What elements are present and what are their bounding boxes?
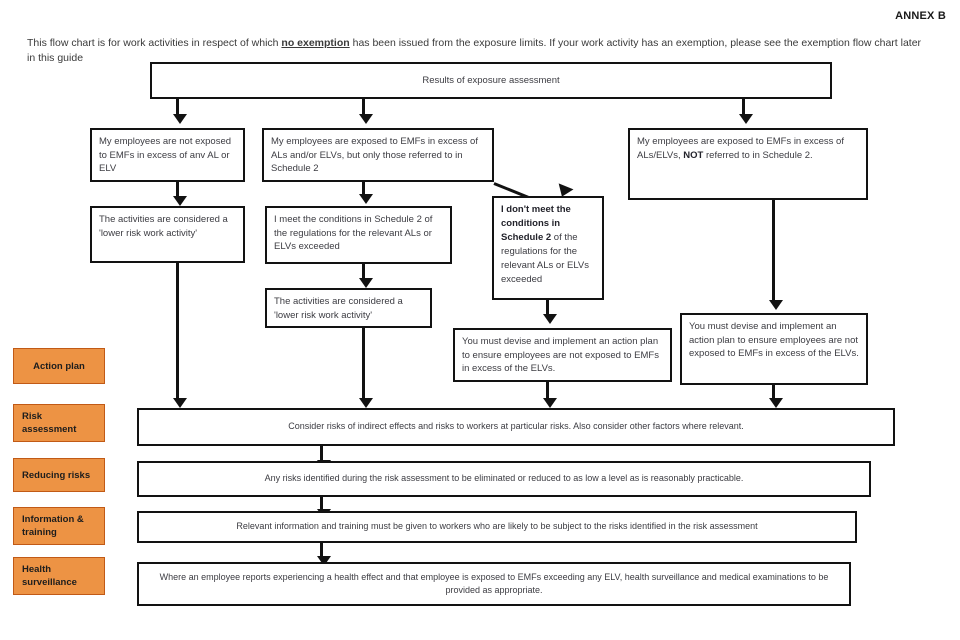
intro-text-before: This flow chart is for work activities i… (27, 37, 282, 49)
connector-left-to-risk-assessment (176, 263, 179, 401)
node-information-training: Relevant information and training must b… (137, 511, 857, 543)
connector-reducing-to-information (320, 497, 323, 511)
arrowhead-root-to-left (172, 114, 187, 124)
arrowhead-right-1-to-action (768, 300, 783, 310)
connector-left-1-to-2 (176, 182, 179, 198)
arrowhead-left-to-risk-assessment (172, 398, 187, 408)
connector-root-to-right (742, 99, 745, 117)
node-right-text-a: My employees are exposed to EMFs in exce… (637, 136, 844, 161)
connector-mid-to-risk-assessment (362, 328, 365, 401)
arrowhead-left-1-to-2 (172, 196, 187, 206)
category-label-action-plan: Action plan (13, 348, 105, 384)
node-right-text-not: NOT (683, 149, 704, 161)
connector-action-right-to-risk-assessment (772, 385, 775, 401)
node-dont-meet-conditions-emphasis: I don't meet the conditions in Schedule … (501, 204, 571, 243)
node-results-of-exposure-assessment: Results of exposure assessment (150, 62, 832, 99)
category-label-information-training: Information & training (13, 507, 105, 545)
intro-text-after: has been issued from the exposure limits… (27, 37, 922, 64)
arrowhead-action-mid-to-risk-assessment (542, 398, 557, 408)
node-mid-lower-risk-activity: The activities are considered a 'lower r… (265, 288, 432, 328)
node-reducing-risks: Any risks identified during the risk ass… (137, 461, 871, 497)
connector-mid-1-to-2 (362, 182, 365, 196)
arrowhead-mid-2-to-3 (358, 278, 373, 288)
connector-risk-to-reducing (320, 446, 323, 463)
connector-root-to-mid (362, 99, 365, 117)
node-action-plan-right: You must devise and implement an action … (680, 313, 868, 385)
connector-mid-2-to-3 (362, 264, 365, 280)
arrowhead-root-to-right (738, 114, 753, 124)
category-label-reducing-risks: Reducing risks (13, 458, 105, 492)
connector-root-to-left (176, 99, 179, 117)
arrowhead-information-to-health (316, 556, 331, 566)
intro-emphasis-no-exemption: no exemption (281, 37, 350, 49)
node-mid-exposed-schedule2: My employees are exposed to EMFs in exce… (262, 128, 494, 182)
connector-action-mid-to-risk-assessment (546, 382, 549, 401)
connector-dont-meet-to-action (546, 300, 549, 316)
node-action-plan-middle: You must devise and implement an action … (453, 328, 672, 382)
connector-right-1-to-action (772, 200, 775, 303)
arrowhead-action-right-to-risk-assessment (768, 398, 783, 408)
node-dont-meet-conditions: I don't meet the conditions in Schedule … (492, 196, 604, 300)
node-health-surveillance: Where an employee reports experiencing a… (137, 562, 851, 606)
node-right-text-c: referred to in Schedule 2. (703, 149, 813, 161)
category-label-risk-assessment: Risk assessment (13, 404, 105, 442)
node-left-lower-risk-activity: The activities are considered a 'lower r… (90, 206, 245, 263)
annex-title: ANNEX B (895, 10, 946, 22)
node-dont-meet-conditions-rest: of the regulations for the relevant ALs … (501, 232, 590, 285)
category-label-health-surveillance: Health surveillance (13, 557, 105, 595)
connector-information-to-health (320, 543, 323, 559)
arrowhead-root-to-mid (358, 114, 373, 124)
arrowhead-mid-to-risk-assessment (358, 398, 373, 408)
node-right-not-referred-schedule2: My employees are exposed to EMFs in exce… (628, 128, 868, 200)
arrowhead-dont-meet-to-action (542, 314, 557, 324)
node-risk-assessment: Consider risks of indirect effects and r… (137, 408, 895, 446)
node-left-no-excess-exposure: My employees are not exposed to EMFs in … (90, 128, 245, 182)
intro-paragraph: This flow chart is for work activities i… (27, 36, 932, 66)
arrowhead-mid-1-to-2 (358, 194, 373, 204)
node-mid-meet-conditions: I meet the conditions in Schedule 2 of t… (265, 206, 452, 264)
